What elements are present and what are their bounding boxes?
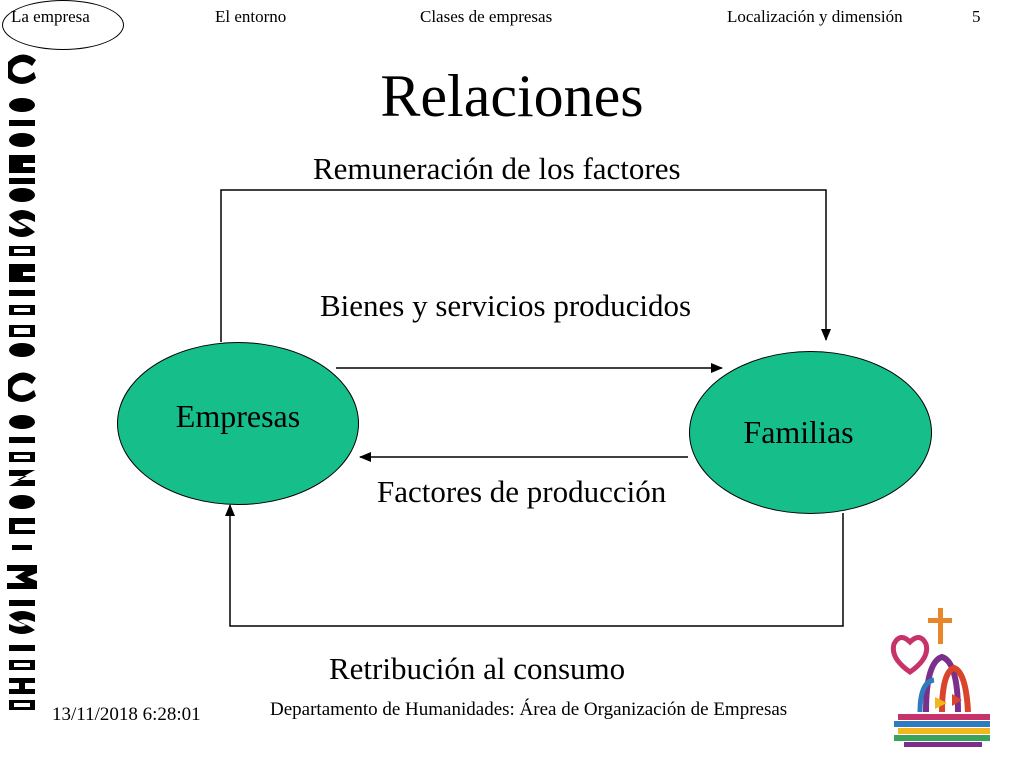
- slide-title: Relaciones: [380, 63, 644, 129]
- flow-label-remuneracion: Remuneración de los factores: [313, 151, 681, 186]
- nav-item-la-empresa[interactable]: La empresa: [11, 7, 90, 26]
- nav-item-localizacion-y-dimension[interactable]: Localización y dimensión: [727, 7, 903, 26]
- node-familias: Familias: [689, 351, 932, 514]
- footer-datetime: 13/11/2018 6:28:01: [52, 704, 201, 725]
- flow-label-retribucion: Retribución al consumo: [329, 651, 626, 686]
- footer-department: Departamento de Humanidades: Área de Org…: [270, 699, 788, 720]
- nav-item-clases-de-empresas[interactable]: Clases de empresas: [420, 7, 553, 26]
- flow-arrow-remuneracion: [220, 189, 831, 342]
- flow-arrow-retribucion: [225, 504, 844, 627]
- school-logo: [890, 608, 990, 747]
- flow-label-bienes: Bienes y servicios producidos: [320, 288, 692, 323]
- current-section-highlight: [2, 0, 124, 50]
- slide-number: 5: [972, 7, 981, 26]
- flow-label-factores: Factores de producción: [377, 474, 667, 509]
- node-familias-label: Familias: [743, 414, 854, 450]
- node-empresas-label: Empresas: [175, 398, 301, 434]
- sidebar-school-name: [7, 54, 37, 710]
- node-empresas: Empresas: [117, 342, 359, 505]
- nav-item-el-entorno[interactable]: El entorno: [215, 7, 287, 26]
